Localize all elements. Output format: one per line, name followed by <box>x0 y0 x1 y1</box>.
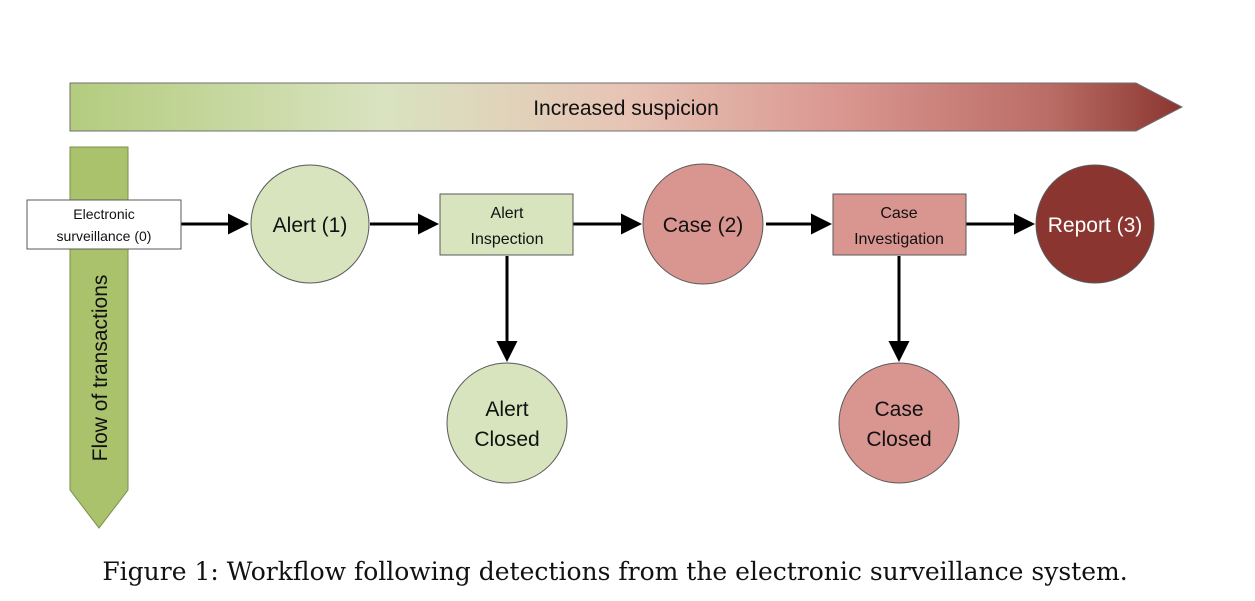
case-closed-node: Case Closed <box>838 362 960 484</box>
case-closed-line1: Case <box>874 398 923 421</box>
case-investigation-line2: Investigation <box>854 231 944 248</box>
case-investigation-line1: Case <box>880 205 917 222</box>
increased-suspicion-arrow: Increased suspicion <box>69 82 1184 132</box>
alert-label: Alert (1) <box>273 214 348 237</box>
alert-closed-line2: Closed <box>474 428 539 451</box>
electronic-surveillance-node: Electronic surveillance (0) <box>26 199 182 250</box>
alert-closed-node: Alert Closed <box>446 362 568 484</box>
alert-inspection-line2: Inspection <box>471 231 544 248</box>
figure-caption: Figure 1: Workflow following detections … <box>102 557 1128 586</box>
case-node: Case (2) <box>642 163 764 285</box>
connectors <box>181 213 1035 362</box>
alert-inspection-node: Alert Inspection <box>439 193 574 256</box>
diagram-canvas: Increased suspicion Flow of transactions… <box>26 82 1184 529</box>
case-investigation-node: Case Investigation <box>832 193 967 256</box>
alert-node: Alert (1) <box>250 164 370 284</box>
alert-closed-line1: Alert <box>485 398 528 421</box>
alert-inspection-line1: Alert <box>491 205 524 222</box>
report-label: Report (3) <box>1048 214 1143 237</box>
report-node: Report (3) <box>1035 164 1155 284</box>
electronic-surveillance-line2: surveillance (0) <box>57 228 152 244</box>
increased-suspicion-label: Increased suspicion <box>533 97 719 120</box>
case-label: Case (2) <box>663 214 744 237</box>
flow-of-transactions-label: Flow of transactions <box>89 275 112 462</box>
electronic-surveillance-line1: Electronic <box>73 206 134 222</box>
case-closed-line2: Closed <box>866 428 931 451</box>
